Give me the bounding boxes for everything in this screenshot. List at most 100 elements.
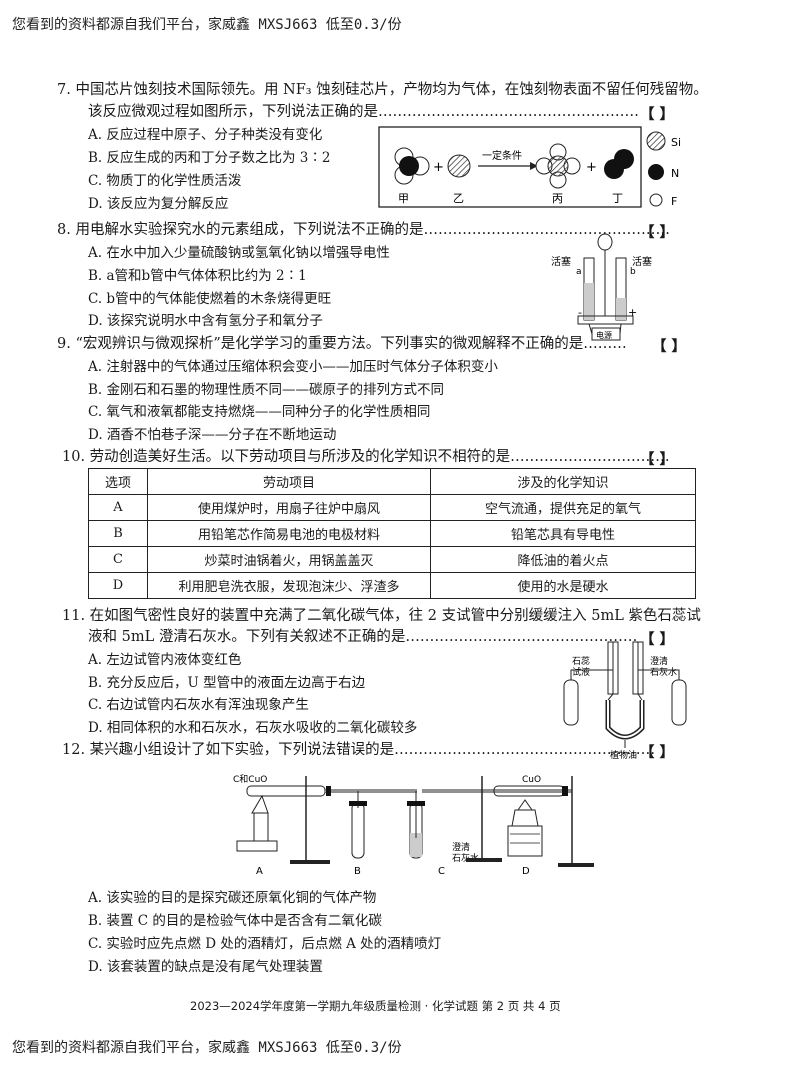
q11-co2-figure: 石蕊 试液 澄清 石灰水 植物油 (563, 641, 687, 760)
molecule-bing (535, 143, 581, 189)
label-jia: 甲 (398, 192, 409, 205)
q11-stem-line1: 11. 在如图气密性良好的装置中充满了二氧化碳气体，往 2 支试管中分别缓缓注入… (62, 608, 701, 624)
q10-stem: 10. 劳动创造美好生活。以下劳动项目与所涉及的化学知识不相符的是…………………… (62, 449, 670, 465)
q12-apparatus-figure: C和CuO CuO 澄清 石灰水 A B C D (233, 774, 594, 876)
table-cell: 炒菜时油锅着火，用锅盖盖灭 (147, 546, 431, 573)
table-cell: 利用肥皂洗衣服，发现泡沫少、浮渣多 (147, 572, 431, 599)
plus-sign-2: + (586, 160, 597, 175)
test-tube-b (351, 802, 365, 859)
label-apparatus-c: C (438, 866, 445, 876)
spirit-lamp (511, 809, 539, 827)
q8-label-b: b (630, 267, 636, 277)
q12-answer-bracket: 【 】 (640, 744, 675, 761)
q7-option-d: D. 该反应为复分解反应 (88, 196, 229, 212)
q12-option-d: D. 该套装置的缺点是没有尾气处理装置 (88, 959, 323, 975)
table-cell: B (88, 520, 148, 547)
label-yi: 乙 (453, 192, 464, 205)
q12-label-c-cuo: C和CuO (233, 774, 267, 785)
q7-figure-frame (378, 126, 642, 208)
q7-reaction-figure: + 一定条件 + 甲 乙 丙 丁 Si N F (378, 126, 681, 208)
molecule-jia (394, 147, 430, 185)
q9-option-b: B. 金刚石和石墨的物理性质不同——碳原子的排列方式不同 (88, 382, 445, 398)
legend-si: Si (671, 136, 681, 149)
table-header-project: 劳动项目 (147, 468, 431, 495)
q11-option-c: C. 右边试管内石灰水有浑浊现象产生 (88, 697, 309, 713)
q11-label-litmus2: 试液 (572, 666, 590, 678)
q11-label-oil: 植物油 (610, 749, 637, 760)
q8-option-c: C. b管中的气体能使燃着的木条烧得更旺 (88, 291, 332, 307)
legend-f-icon (649, 193, 663, 207)
table-row: A 使用煤炉时，用扇子往炉中扇风 空气流通，提供充足的氧气 (88, 494, 696, 521)
q10-answer-bracket: 【 】 (640, 451, 675, 468)
legend-n: N (671, 167, 679, 180)
page-footer: 2023—2024学年度第一学期九年级质量检测 · 化学试题 第 2 页 共 4… (190, 999, 561, 1013)
label-apparatus-b: B (354, 866, 361, 876)
q8-label-stopcock-right: 活塞 (632, 255, 652, 268)
table-cell: 用铅笔芯作简易电池的电极材料 (147, 520, 431, 547)
q8-option-b: B. a管和b管中气体体积比约为 2∶1 (88, 268, 307, 284)
legend-n-icon (648, 164, 664, 180)
q12-option-a: A. 该实验的目的是探究碳还原氧化铜的气体产物 (88, 890, 377, 906)
table-cell: C (88, 546, 148, 573)
q7-option-b: B. 反应生成的丙和丁分子数之比为 3∶2 (88, 150, 331, 166)
table-cell: 空气流通，提供充足的氧气 (430, 494, 696, 521)
reaction-tube-a (246, 785, 326, 797)
q7-answer-bracket: 【 】 (640, 106, 675, 123)
q9-answer-bracket: 【 】 (652, 338, 687, 355)
q11-label-lime2: 石灰水 (650, 666, 677, 678)
table-header-row: 选项 劳动项目 涉及的化学知识 (88, 468, 696, 495)
q8-label-power: 电源 (596, 330, 612, 340)
watermark-bottom: 您看到的资料都源自我们平台，家威鑫 MXSJ663 低至0.3/份 (12, 1040, 402, 1056)
q9-option-a: A. 注射器中的气体通过压缩体积会变小——加压时气体分子体积变小 (88, 359, 498, 375)
table-header-option: 选项 (88, 468, 148, 495)
q8-label-stopcock-left: 活塞 (551, 255, 571, 268)
q11-stem-line2: 液和 5mL 澄清石灰水。下列有关叙述不正确的是………………………………………… (88, 629, 638, 645)
right-test-tube (671, 679, 687, 726)
q8-option-a: A. 在水中加入少量硫酸钠或氢氧化钠以增强导电性 (88, 245, 390, 261)
legend-si-icon (646, 131, 666, 151)
plus-sign: + (433, 160, 444, 175)
label-apparatus-a: A (256, 866, 263, 876)
q7-option-c: C. 物质丁的化学性质活泼 (88, 173, 242, 189)
q11-label-litmus1: 石蕊 (572, 655, 590, 667)
wood-block (507, 825, 543, 857)
table-row: B 用铅笔芯作简易电池的电极材料 铅笔芯具有导电性 (88, 520, 696, 547)
q11-answer-bracket: 【 】 (640, 631, 675, 648)
q12-option-c: C. 实验时应先点燃 D 处的酒精灯，后点燃 A 处的酒精喷灯 (88, 936, 442, 952)
q9-stem: 9. “宏观辨识与微观探析”是化学学习的重要方法。下列事实的微观解释不正确的是…… (57, 336, 627, 352)
q8-label-a: a (576, 267, 582, 277)
table-row: C 炒菜时油锅着火，用锅盖盖灭 降低油的着火点 (88, 546, 696, 573)
q9-option-d: D. 酒香不怕巷子深——分子在不断地运动 (88, 427, 337, 443)
table-row: D 利用肥皂洗衣服，发现泡沫少、浮渣多 使用的水是硬水 (88, 572, 696, 599)
label-bing: 丙 (552, 192, 563, 205)
q8-option-d: D. 该探究说明水中含有氢分子和氧分子 (88, 313, 323, 329)
blast-lamp-base (236, 840, 278, 852)
q7-condition: 一定条件 (482, 149, 522, 162)
legend-f: F (671, 195, 677, 208)
molecule-yi (447, 154, 471, 178)
q12-label-lime1: 澄清 (452, 841, 470, 853)
table-cell: D (88, 572, 148, 599)
label-ding: 丁 (612, 192, 623, 205)
q12-stem: 12. 某兴趣小组设计了如下实验，下列说法错误的是………………………………………… (62, 742, 656, 758)
q11-option-b: B. 充分反应后，U 型管中的液面左边高于右边 (88, 675, 366, 691)
table-cell: 铅笔芯具有导电性 (430, 520, 696, 547)
q8-answer-bracket: 【 】 (640, 224, 675, 241)
table-cell: 降低油的着火点 (430, 546, 696, 573)
q12-label-cuo: CuO (522, 775, 541, 785)
table-cell: 使用煤炉时，用扇子往炉中扇风 (147, 494, 431, 521)
watermark-top: 您看到的资料都源自我们平台，家威鑫 MXSJ663 低至0.3/份 (12, 17, 402, 33)
q10-table: 选项 劳动项目 涉及的化学知识 A 使用煤炉时，用扇子往炉中扇风 空气流通，提供… (88, 468, 696, 599)
q11-label-lime1: 澄清 (650, 655, 668, 667)
blast-lamp-flame (251, 794, 269, 814)
reservoir-bulb (597, 233, 613, 251)
q12-option-b: B. 装置 C 的目的是检验气体中是否含有二氧化碳 (88, 913, 382, 929)
molecule-ding (604, 149, 634, 179)
spirit-lamp-flame (517, 799, 533, 811)
table-cell: A (88, 494, 148, 521)
q8-label-plus: + (628, 306, 637, 319)
arrow-head (530, 162, 538, 170)
q11-option-a: A. 左边试管内液体变红色 (88, 652, 242, 668)
q7-stem-line2: 该反应微观过程如图所示，下列说法正确的是……………………………………………… (88, 104, 639, 120)
table-cell: 使用的水是硬水 (430, 572, 696, 599)
